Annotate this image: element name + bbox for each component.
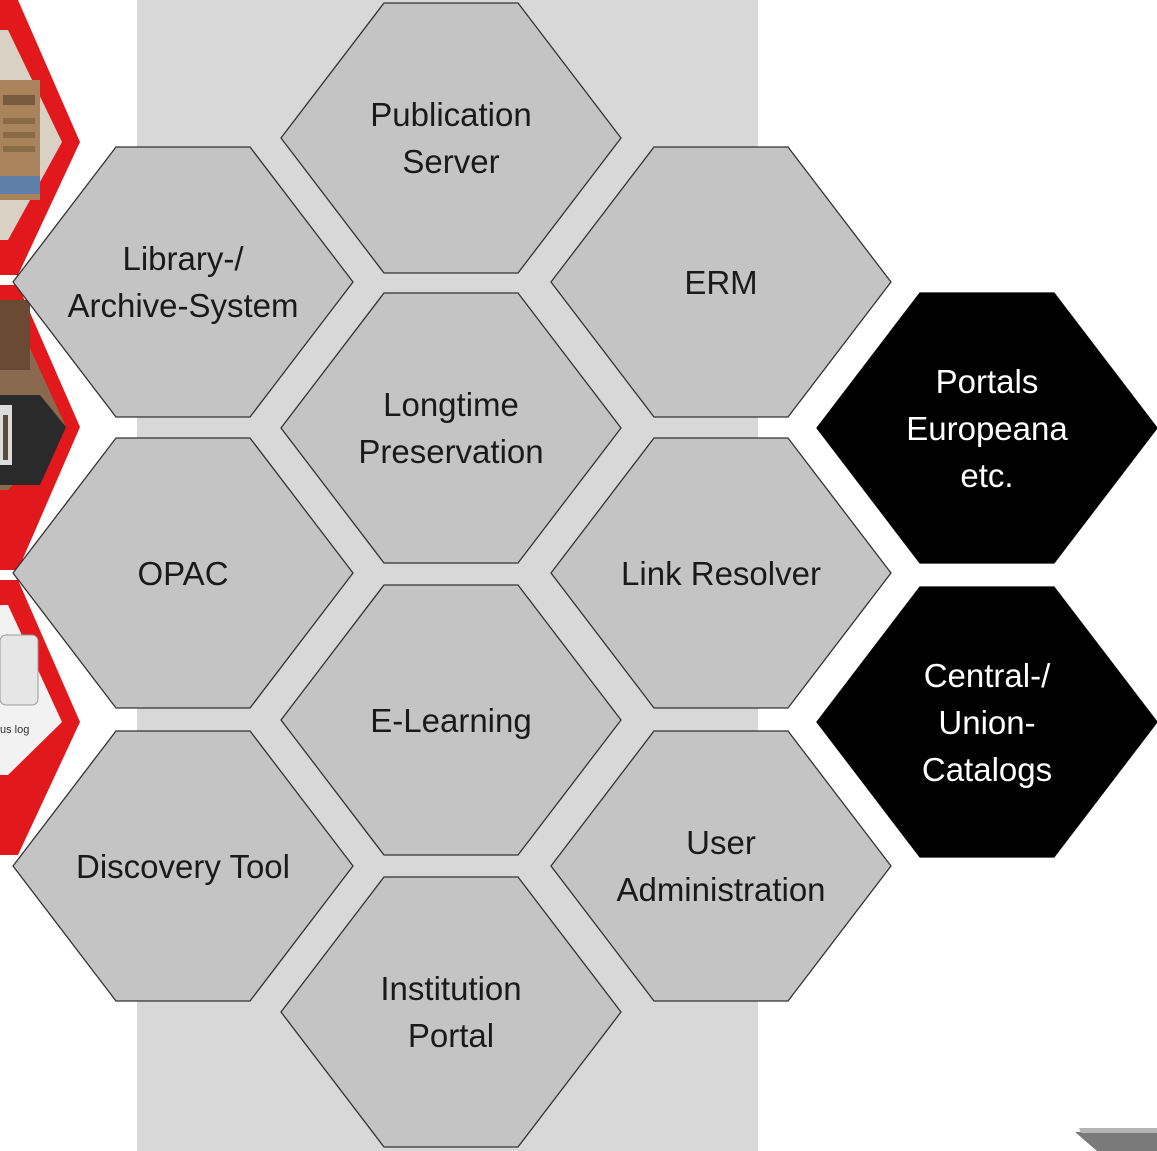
thumbnail-status-log: us log [0, 580, 80, 855]
thumbnail-manuscript [0, 0, 80, 275]
thumbnail-person [0, 285, 80, 570]
hex-link-resolver [550, 437, 892, 709]
hex-portals-europeana [816, 292, 1157, 564]
status-log-caption: us log [0, 724, 29, 736]
hex-publication-server [280, 2, 622, 274]
hex-library-archive-system [12, 146, 354, 418]
hex-discovery-tool [12, 730, 354, 1002]
hex-central-union-catalogs [816, 586, 1157, 858]
hex-opac [12, 437, 354, 709]
hex-institution-portal [280, 876, 622, 1148]
hex-user-administration [550, 730, 892, 1002]
hex-e-learning [280, 584, 622, 856]
hex-erm [550, 146, 892, 418]
corner-fragment [1075, 1128, 1157, 1151]
hex-longtime-preservation [280, 292, 622, 564]
